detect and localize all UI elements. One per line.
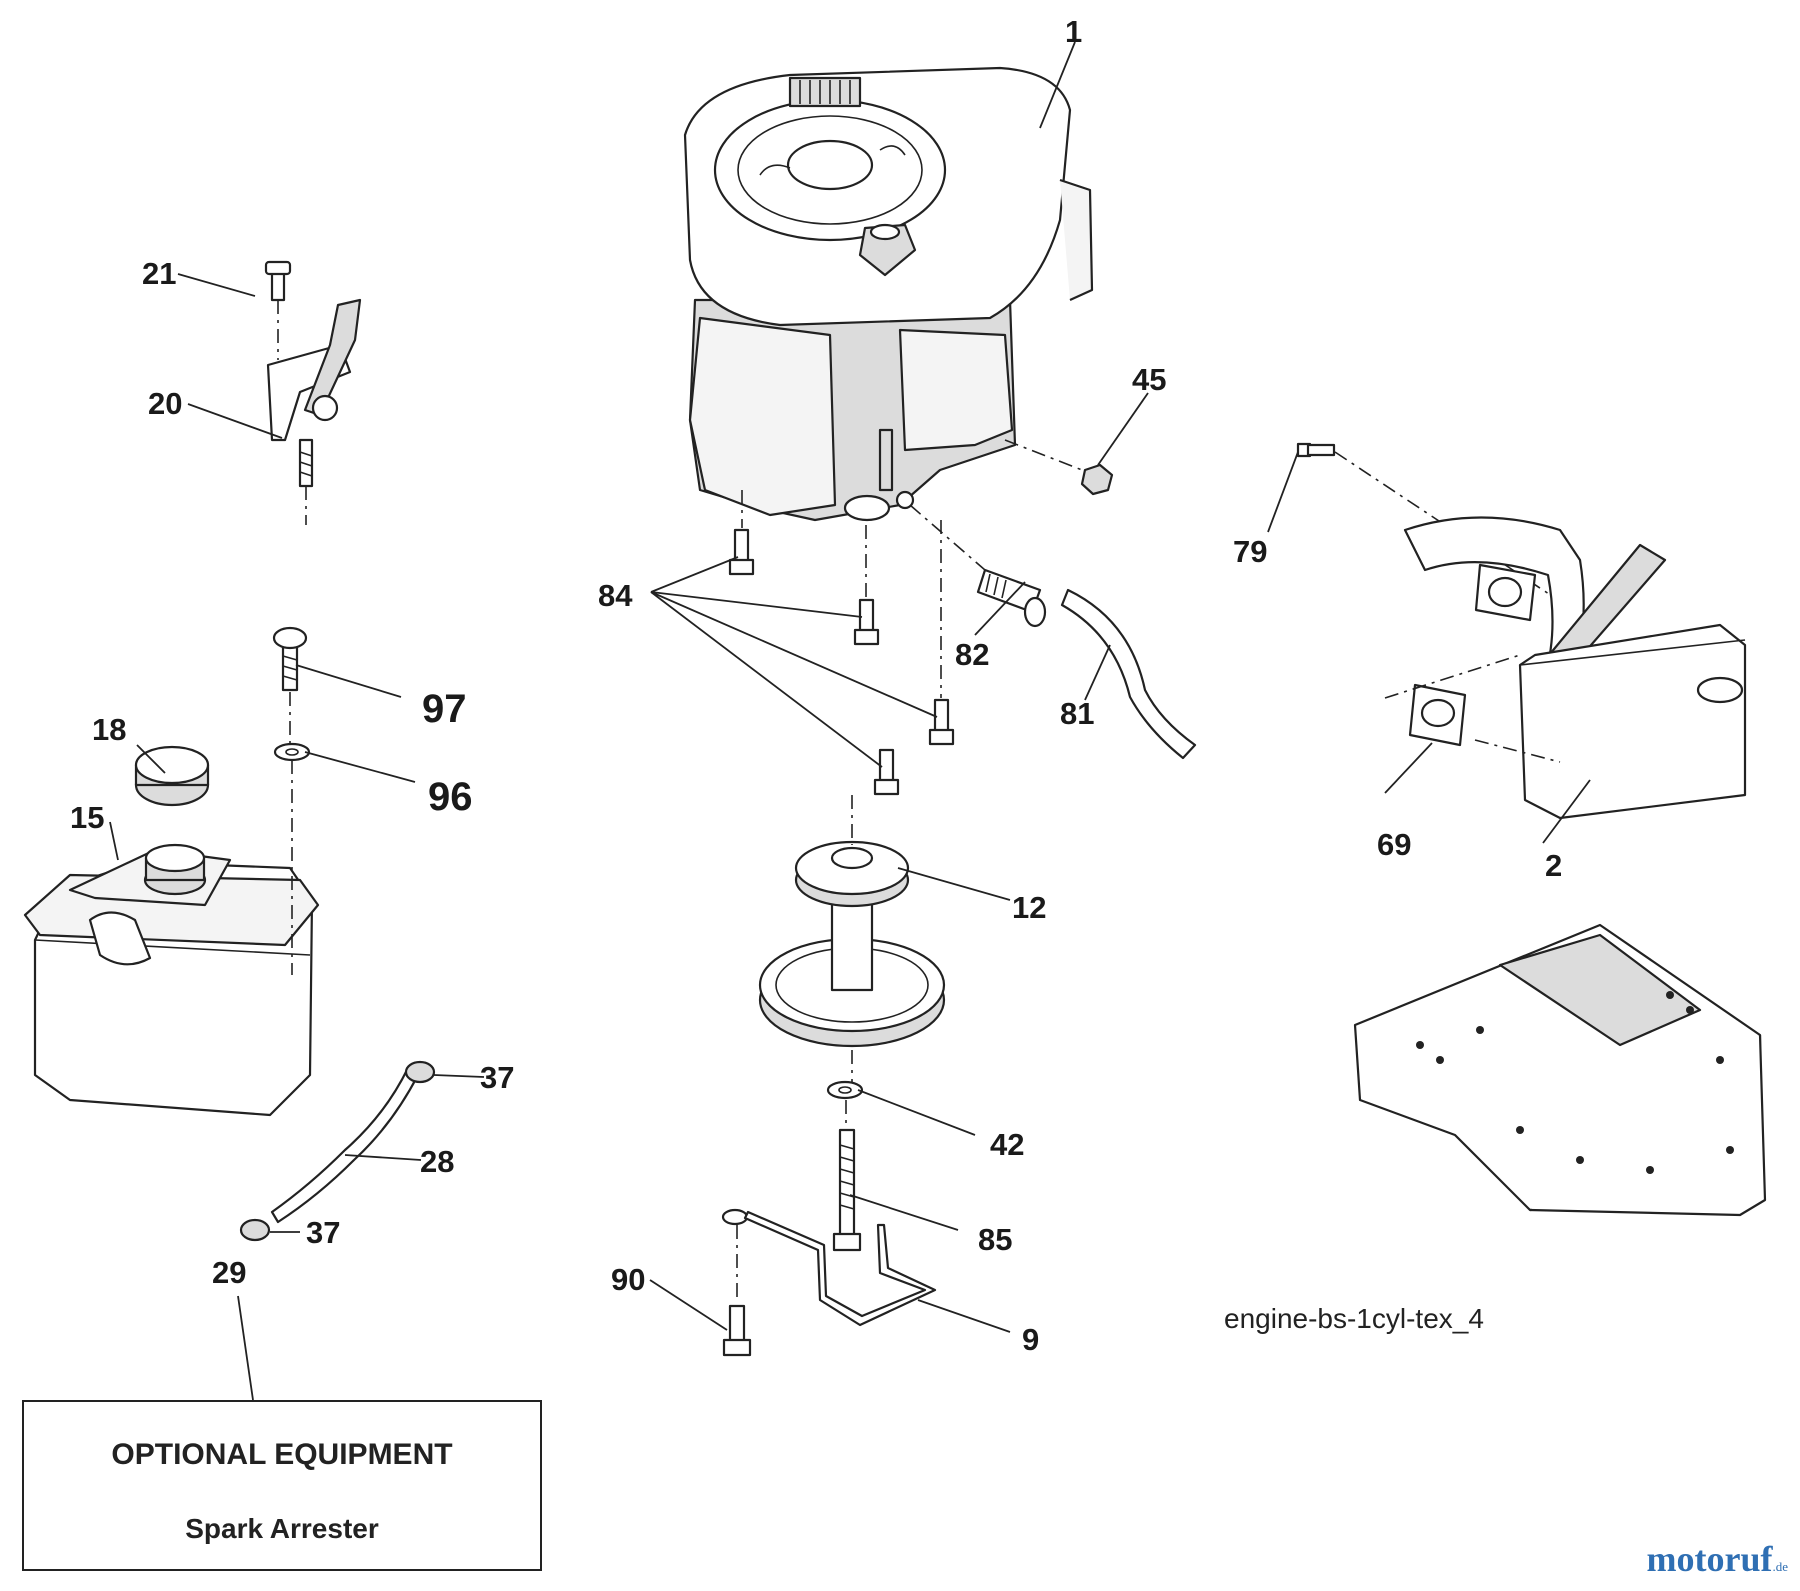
callout-42: 42 xyxy=(990,1127,1024,1162)
callout-20: 20 xyxy=(148,386,182,421)
callout-21: 21 xyxy=(142,256,176,291)
callout-69: 69 xyxy=(1377,827,1411,862)
fuel-tank-part xyxy=(23,626,320,1117)
drawing-id: engine-bs-1cyl-tex_4 xyxy=(1224,1303,1484,1334)
callout-97: 97 xyxy=(422,687,467,731)
watermark-tld: .de xyxy=(1772,1559,1788,1574)
muffler-part xyxy=(1296,442,1747,820)
optional-equipment-box: OPTIONAL EQUIPMENT Spark Arrester xyxy=(22,1400,542,1571)
callout-79: 79 xyxy=(1233,534,1267,569)
throttle-control-part xyxy=(264,260,362,525)
callout-28: 28 xyxy=(420,1144,454,1179)
callout-85: 85 xyxy=(978,1222,1012,1257)
bolt-85-group xyxy=(826,1080,864,1252)
callout-9: 9 xyxy=(1022,1322,1039,1357)
watermark-logo: motoruf.de xyxy=(1647,1538,1789,1580)
fuel-line-part xyxy=(239,1060,436,1242)
leader-lines xyxy=(109,41,1591,1401)
optional-equipment-item: Spark Arrester xyxy=(185,1513,379,1544)
bolt-84-group xyxy=(728,490,955,796)
callout-labels: 1 21 20 45 79 84 82 81 97 96 18 15 12 69… xyxy=(70,14,1562,1357)
callout-15: 15 xyxy=(70,800,104,835)
watermark-name: motoruf xyxy=(1646,1539,1773,1579)
engine-part xyxy=(683,66,1094,522)
callout-81: 81 xyxy=(1060,696,1094,731)
pulley-part xyxy=(758,795,946,1095)
oil-drain-part xyxy=(909,504,1197,760)
callout-82: 82 xyxy=(955,637,989,672)
rod-9-group xyxy=(721,1208,937,1357)
callout-37-top: 37 xyxy=(480,1060,514,1095)
callout-84: 84 xyxy=(598,578,633,613)
callout-37-bottom: 37 xyxy=(306,1215,340,1250)
callout-96: 96 xyxy=(428,775,473,819)
callout-1: 1 xyxy=(1065,14,1082,49)
callout-18: 18 xyxy=(92,712,126,747)
callout-45: 45 xyxy=(1132,362,1166,397)
engine-mount-frame-part xyxy=(1353,923,1767,1217)
callout-90: 90 xyxy=(611,1262,645,1297)
callout-12: 12 xyxy=(1012,890,1046,925)
callout-29: 29 xyxy=(212,1255,246,1290)
nut-45-part xyxy=(1004,439,1114,496)
callout-2: 2 xyxy=(1545,848,1562,883)
optional-equipment-title: OPTIONAL EQUIPMENT xyxy=(111,1438,453,1471)
